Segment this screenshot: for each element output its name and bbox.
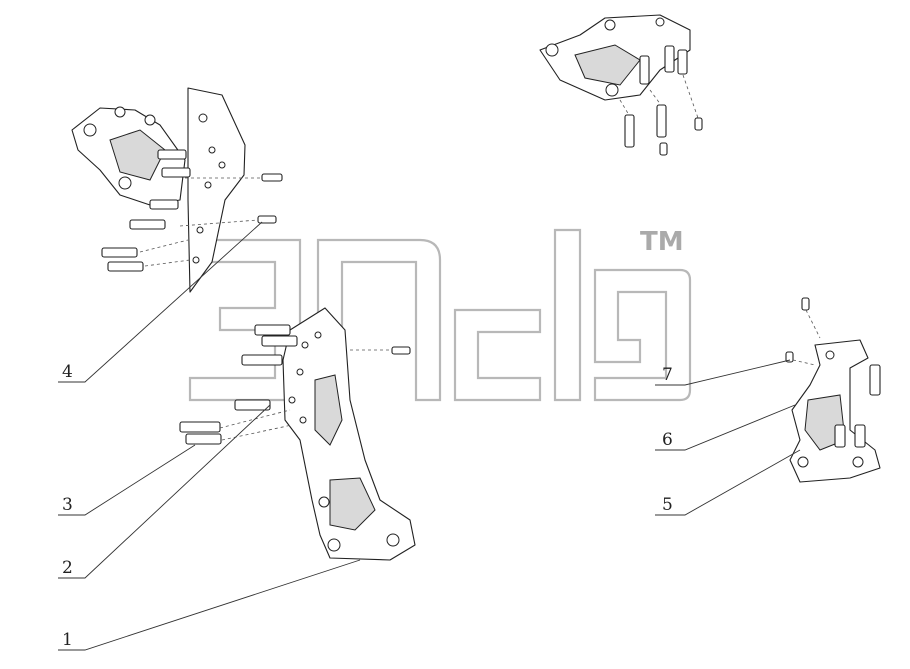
callout-1: 1 bbox=[62, 630, 73, 650]
watermark-trademark: TM bbox=[640, 227, 684, 257]
callout-5: 5 bbox=[662, 495, 673, 515]
bolt-set-upper-right bbox=[624, 45, 703, 156]
bolt-set-center bbox=[179, 324, 411, 445]
callout-7: 7 bbox=[662, 365, 673, 385]
callout-4: 4 bbox=[62, 362, 73, 382]
leader-lines bbox=[58, 221, 801, 651]
upper-right-bracket-assembly bbox=[539, 14, 703, 156]
callout-2: 2 bbox=[62, 558, 73, 578]
callout-3: 3 bbox=[62, 495, 73, 515]
main-bracket-part-1 bbox=[179, 307, 416, 561]
bolt-set-right bbox=[785, 297, 881, 448]
upper-left-bracket-assembly bbox=[71, 87, 283, 293]
callout-6: 6 bbox=[662, 430, 673, 450]
watermark-logo: TM bbox=[188, 227, 692, 402]
bolt-set-upper-left bbox=[101, 149, 283, 272]
right-bracket-assembly bbox=[785, 297, 881, 483]
